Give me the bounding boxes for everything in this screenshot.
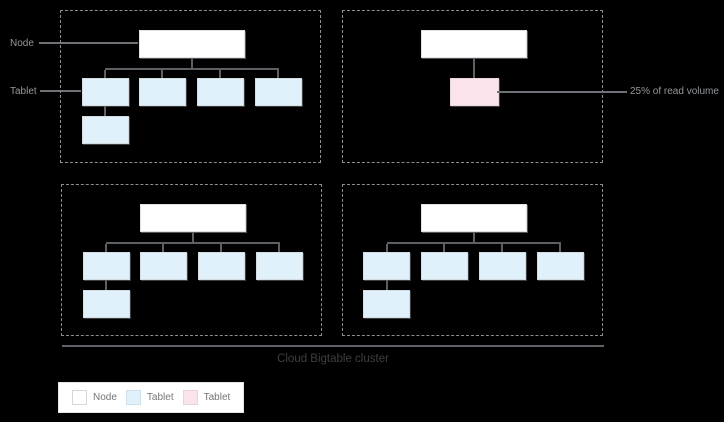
tablet-box: [83, 290, 130, 318]
tablet-color-swatch: [125, 390, 141, 405]
node-group-bottom-right: [342, 184, 603, 336]
connector-line: [220, 244, 222, 252]
legend-item-label: Tablet: [146, 392, 174, 403]
connector-line: [162, 244, 164, 252]
tablet-box: [363, 252, 410, 280]
connector-line: [104, 106, 106, 116]
tablet-box: [140, 252, 187, 280]
tablet-box: [363, 290, 410, 318]
read-volume-annotation-label: 25% of read volume: [630, 86, 719, 97]
tablet-box: [198, 252, 245, 280]
connector-line: [192, 232, 194, 242]
node-leader-line: [39, 42, 138, 44]
connector-line: [105, 280, 107, 290]
tablet-box: [256, 252, 303, 280]
legend-item-tablet: Tablet: [125, 390, 174, 405]
connector-line: [473, 232, 475, 242]
node-group-top-right: [342, 10, 603, 163]
legend-item-node: Node: [72, 390, 117, 405]
tablet-box: [479, 252, 526, 280]
connector-line: [219, 70, 221, 78]
node-group-bottom-left: [61, 184, 322, 336]
connector-line: [105, 244, 107, 252]
legend-item-hot-tablet: Tablet: [182, 390, 231, 405]
connector-line: [278, 244, 280, 252]
legend: Node Tablet Tablet: [58, 382, 244, 413]
node-box: [140, 204, 246, 232]
legend-item-label: Tablet: [203, 392, 231, 403]
connector-line: [501, 244, 503, 252]
connector-line: [277, 70, 279, 78]
node-group-top-left: [60, 10, 321, 163]
cluster-bracket-line: [62, 345, 604, 347]
connector-line: [386, 280, 388, 290]
connector-line: [559, 244, 561, 252]
read-volume-leader-line: [497, 91, 627, 93]
tablet-annotation-label: Tablet: [10, 86, 37, 97]
hot-tablet-box: [450, 78, 499, 106]
connector-line: [105, 68, 279, 70]
connector-line: [386, 244, 388, 252]
node-box: [421, 204, 527, 232]
node-box: [139, 30, 245, 58]
tablet-box: [197, 78, 244, 106]
node-box: [421, 30, 527, 58]
tablet-box: [255, 78, 302, 106]
tablet-box: [537, 252, 584, 280]
legend-item-label: Node: [93, 392, 117, 403]
node-annotation-label: Node: [10, 38, 34, 49]
connector-line: [106, 242, 280, 244]
connector-line: [104, 70, 106, 78]
connector-line: [387, 242, 561, 244]
tablet-box: [83, 252, 130, 280]
tablet-box: [139, 78, 186, 106]
connector-line: [443, 244, 445, 252]
tablet-box: [421, 252, 468, 280]
connector-line: [473, 58, 475, 78]
connector-line: [191, 58, 193, 68]
connector-line: [161, 70, 163, 78]
tablet-box: [82, 78, 129, 106]
node-color-swatch: [72, 390, 87, 405]
tablet-box: [82, 116, 129, 144]
cluster-label: Cloud Bigtable cluster: [277, 353, 389, 365]
hot-tablet-color-swatch: [182, 390, 198, 405]
